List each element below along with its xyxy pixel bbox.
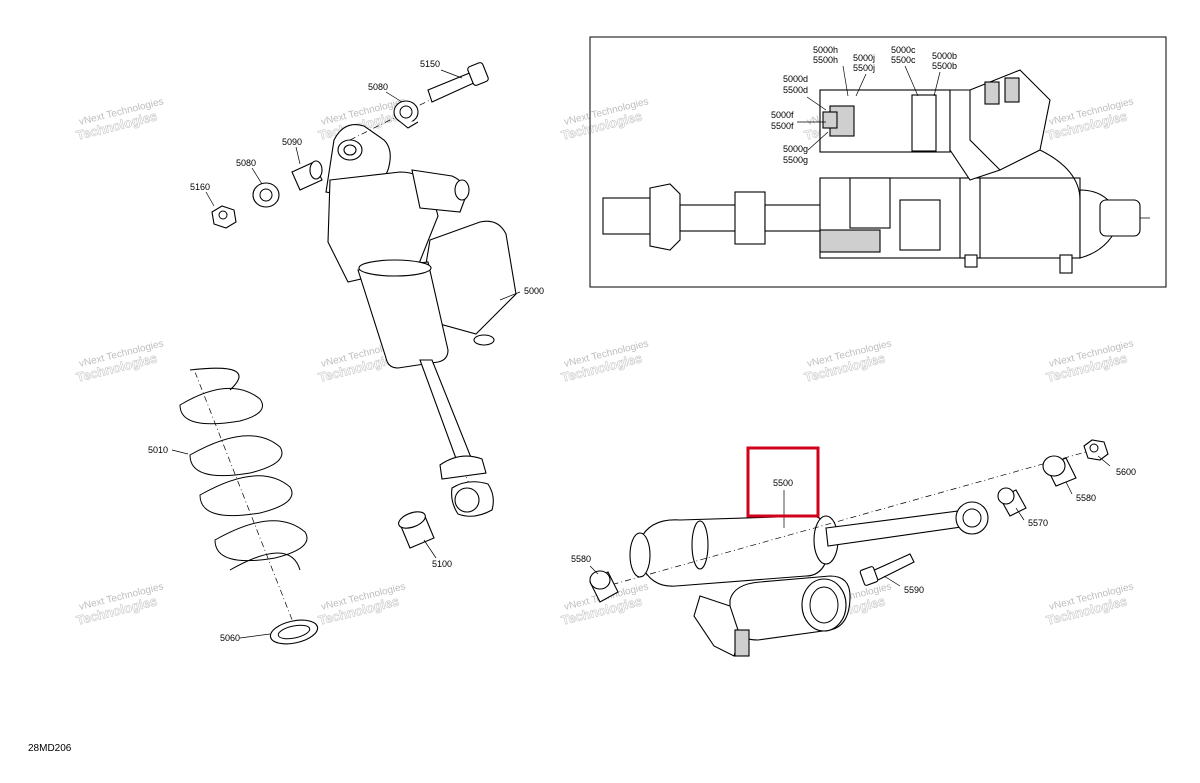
callout-5000d[interactable]: 5000d: [783, 74, 808, 84]
callout-5060[interactable]: 5060: [220, 633, 240, 643]
callout-5500d[interactable]: 5500d: [783, 85, 808, 95]
inset-frame: [589, 36, 1167, 288]
callout-5000c[interactable]: 5000c: [891, 45, 916, 55]
callout-5500c[interactable]: 5500c: [891, 55, 916, 65]
callout-5150[interactable]: 5150: [420, 59, 440, 69]
callout-5500g[interactable]: 5500g: [783, 155, 808, 165]
callout-5500h[interactable]: 5500h: [813, 55, 838, 65]
callout-5000b[interactable]: 5000b: [932, 51, 957, 61]
nut-5160[interactable]: [211, 205, 237, 229]
callout-5100[interactable]: 5100: [432, 559, 452, 569]
callout-5080-top[interactable]: 5080: [368, 82, 388, 92]
callout-5600[interactable]: 5600: [1116, 467, 1136, 477]
cutaway-inset: [589, 36, 1167, 288]
callout-5080-bottom[interactable]: 5080: [236, 158, 256, 168]
bushing-5100[interactable]: [396, 509, 435, 549]
shock-absorber-5000[interactable]: [325, 124, 517, 517]
bolt-5590[interactable]: [859, 553, 915, 586]
leader-lines: [171, 65, 1111, 639]
callout-5000g[interactable]: 5000g: [783, 144, 808, 154]
diagram-code: 28MD206: [28, 743, 72, 754]
callout-5000[interactable]: 5000: [524, 286, 544, 296]
part-labels: 5150 5080 5090 5080 5160 5000 5010 5100 …: [148, 59, 1136, 643]
callout-5090[interactable]: 5090: [282, 137, 302, 147]
retaining-ring-5060[interactable]: [268, 616, 320, 647]
callout-5590[interactable]: 5590: [904, 585, 924, 595]
spring-5010[interactable]: [179, 367, 308, 641]
callout-5000f[interactable]: 5000f: [771, 110, 794, 120]
callout-5570[interactable]: 5570: [1028, 518, 1048, 528]
nut-5600[interactable]: [1083, 439, 1109, 461]
callout-5500[interactable]: 5500: [773, 478, 793, 488]
callout-5580-right[interactable]: 5580: [1076, 493, 1096, 503]
callout-5500j[interactable]: 5500j: [853, 63, 875, 73]
sleeve-5570[interactable]: [997, 487, 1027, 517]
shock-absorber-5500[interactable]: [629, 509, 969, 657]
spacer-5080-top[interactable]: [393, 100, 419, 129]
callout-5500f[interactable]: 5500f: [771, 121, 794, 131]
rod-end-bushing[interactable]: [955, 501, 989, 535]
inset-labels: 5000h 5500h 5000j 5500j 5000c 5500c 5000…: [771, 45, 957, 165]
highlight-box-5500: [746, 446, 820, 518]
callout-5010[interactable]: 5010: [148, 445, 168, 455]
callout-5580-left[interactable]: 5580: [571, 554, 591, 564]
sleeve-5090[interactable]: [291, 160, 323, 191]
callout-5500b[interactable]: 5500b: [932, 61, 957, 71]
callout-5160[interactable]: 5160: [190, 182, 210, 192]
spacer-5080-bottom[interactable]: [252, 182, 280, 208]
callout-5000j[interactable]: 5000j: [853, 53, 875, 63]
callout-5000h[interactable]: 5000h: [813, 45, 838, 55]
spacer-5580-right[interactable]: [1042, 455, 1077, 487]
spacer-5580-left[interactable]: [589, 570, 619, 603]
